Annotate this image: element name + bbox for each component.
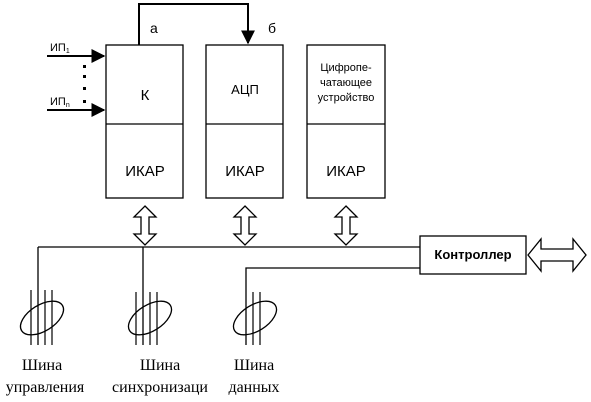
signal-a-label: а xyxy=(150,20,158,36)
block-adc-ikar-label: ИКАР xyxy=(225,163,265,180)
double-arrow-printer xyxy=(333,205,359,246)
bus-data-label-line2: данных xyxy=(228,379,279,396)
bus-data-label-line1: Шина xyxy=(234,357,274,374)
input-last-label: ИПn xyxy=(50,96,70,109)
double-arrow-adc xyxy=(232,205,258,246)
signal-connection: а б xyxy=(138,3,276,45)
block-bus-arrows xyxy=(132,205,359,246)
signal-b-label: б xyxy=(268,20,276,36)
block-adc-top-label: АЦП xyxy=(231,82,259,97)
bus-sync-label-line1: Шина xyxy=(140,357,180,374)
block-k-ikar-label: ИКАР xyxy=(125,163,165,180)
bus-symbol-sync xyxy=(127,292,173,345)
block-k: К ИКАР xyxy=(105,44,184,199)
bus-control-label-line2: управления xyxy=(6,379,85,396)
block-k-top-label: К xyxy=(141,87,150,104)
bus-sync-label-line2: синхронизаци xyxy=(112,379,208,396)
block-printer-line1: Цифропе- xyxy=(320,62,372,74)
bus-symbol-control xyxy=(19,290,65,345)
block-printer-line3: устройство xyxy=(318,92,375,104)
bus-control-label-line1: Шина xyxy=(22,357,62,374)
block-adc: АЦП ИКАР xyxy=(205,44,284,199)
block-printer-line2: чатающее xyxy=(320,77,372,89)
controller-external-arrow xyxy=(527,237,587,273)
block-printer-ikar-label: ИКАР xyxy=(326,163,366,180)
controller-label: Контроллер xyxy=(434,247,511,262)
double-arrow-k xyxy=(132,205,158,246)
bus-labels: Шина управления Шина синхронизаци Шина д… xyxy=(6,357,280,396)
ellipsis-dots xyxy=(83,65,86,103)
block-printer: Цифропе- чатающее устройство ИКАР xyxy=(306,44,386,199)
controller-block: Контроллер xyxy=(419,235,587,275)
bus-symbol-data xyxy=(232,292,278,345)
bus-data-line xyxy=(245,267,420,345)
bus-lines xyxy=(37,246,420,345)
input-first-label: ИП1 xyxy=(50,42,70,55)
input-arrows: ИП1 ИПn xyxy=(47,42,106,117)
